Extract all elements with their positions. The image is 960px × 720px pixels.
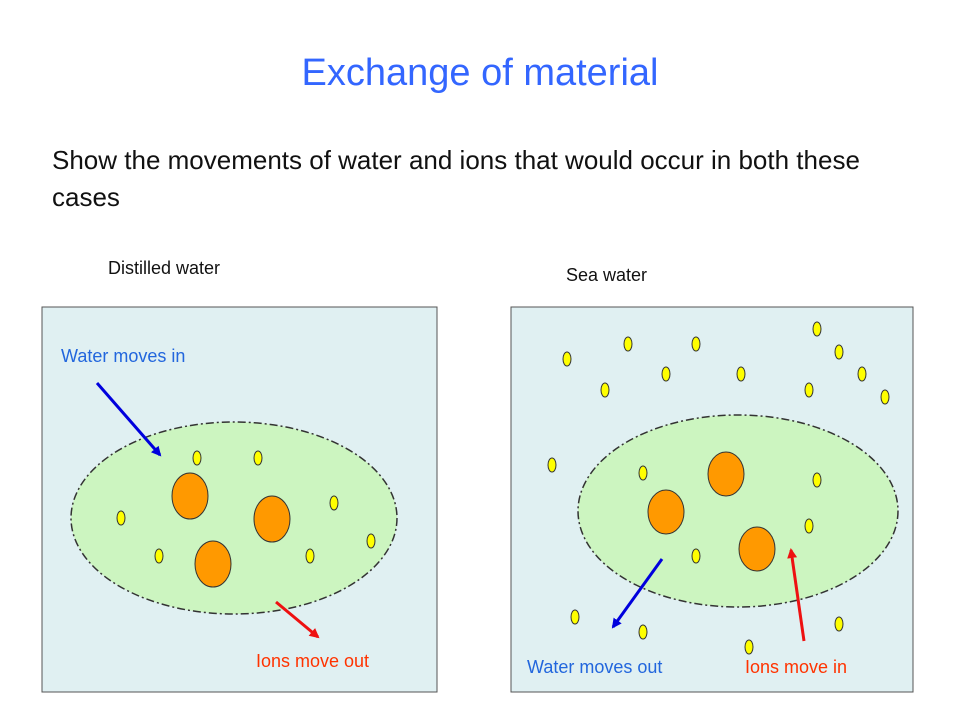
ion (804, 382, 814, 398)
cell-membrane (577, 414, 899, 608)
ion (691, 336, 701, 352)
ion (329, 495, 339, 511)
ion (736, 366, 746, 382)
cell-organelle (253, 495, 291, 543)
ion (562, 351, 572, 367)
sea-water-panel: Water moves out Ions move in (510, 306, 914, 693)
ion (804, 518, 814, 534)
ion (834, 616, 844, 632)
ions-out-arrow (275, 600, 320, 639)
ion (547, 457, 557, 473)
ion (857, 366, 867, 382)
ion (744, 639, 754, 655)
ion (154, 548, 164, 564)
sea-water-label: Sea water (566, 265, 648, 285)
distilled-water-label: Distilled water (108, 258, 221, 278)
ion (253, 450, 263, 466)
ion (638, 624, 648, 640)
cell-membrane (70, 421, 398, 615)
cell-organelle (707, 451, 745, 497)
ion (192, 450, 202, 466)
water-in-arrow (95, 382, 162, 457)
cell-organelle (738, 526, 776, 572)
distilled-water-panel: Water moves in Ions move out (41, 306, 438, 693)
ion (880, 389, 890, 405)
page-title: Exchange of material (301, 52, 659, 94)
ion (305, 548, 315, 564)
ion (366, 533, 376, 549)
cell-organelle (647, 489, 685, 535)
cell-organelle (171, 472, 209, 520)
ion (623, 336, 633, 352)
water-moves-out-label: Water moves out (527, 657, 662, 677)
ions-move-in-label: Ions move in (745, 657, 847, 677)
ion (812, 472, 822, 488)
ion (661, 366, 671, 382)
ions-move-out-label: Ions move out (256, 651, 369, 671)
ion (834, 344, 844, 360)
water-moves-in-label: Water moves in (61, 346, 185, 366)
ions-in-arrow (787, 548, 806, 642)
cell-organelle (194, 540, 232, 588)
ion (600, 382, 610, 398)
water-out-arrow (611, 558, 664, 629)
ion (570, 609, 580, 625)
ion (812, 321, 822, 337)
ion (691, 548, 701, 564)
ion (116, 510, 126, 526)
ion (638, 465, 648, 481)
instruction-text: Show the movements of water and ions tha… (52, 145, 860, 212)
